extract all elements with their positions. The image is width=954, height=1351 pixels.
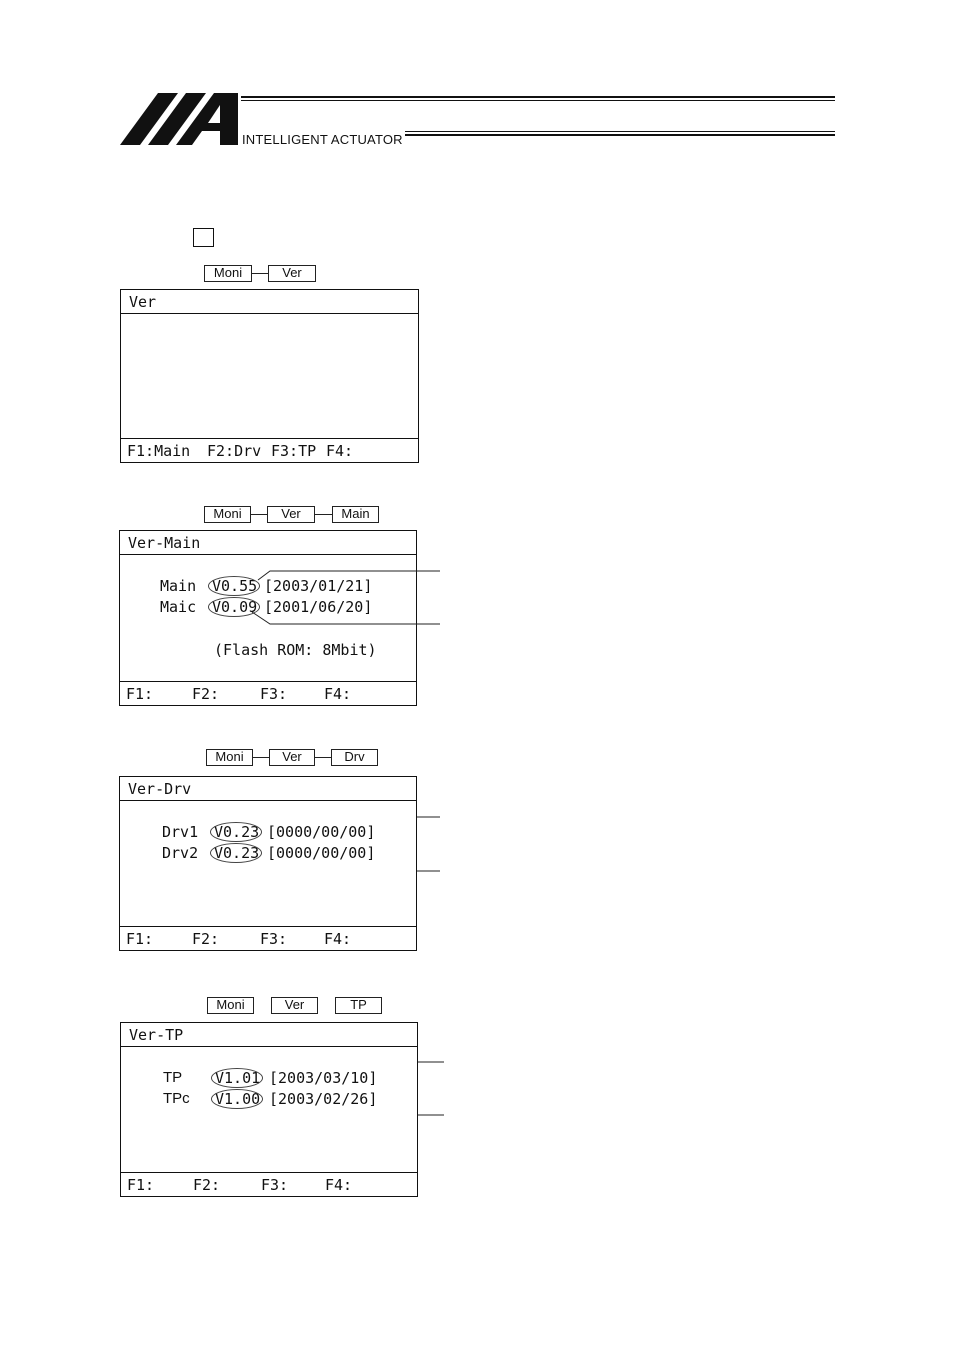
- screen-ver: Ver F1:Main F2:Drv F3:TP F4:: [120, 289, 419, 463]
- screen-ver-main: Ver-Main Main V0.55 [2003/01/21] Maic V0…: [119, 530, 417, 706]
- key-moni[interactable]: Moni: [207, 997, 254, 1014]
- f2-key[interactable]: F2:: [192, 930, 220, 948]
- key-drv[interactable]: Drv: [331, 749, 378, 766]
- f1-key[interactable]: F1:: [126, 930, 154, 948]
- key-ver[interactable]: Ver: [269, 749, 315, 766]
- f4-key[interactable]: F4:: [324, 685, 352, 703]
- function-key-bar: F1: F2: F3: F4:: [120, 681, 416, 705]
- date-value: [0000/00/00]: [267, 823, 376, 841]
- header-rule: [405, 134, 835, 136]
- f3-key[interactable]: F3:: [261, 1176, 289, 1194]
- date-value: [2003/01/21]: [264, 577, 373, 595]
- screen-title: Ver-Drv: [120, 777, 416, 801]
- row-label: Main: [160, 577, 197, 595]
- f1-key[interactable]: F1:: [126, 685, 154, 703]
- path-connector: [252, 273, 268, 274]
- screen-title: Ver-Main: [120, 531, 416, 555]
- screen-ver-drv: Ver-Drv Drv1 V0.23 [0000/00/00] Drv2 V0.…: [119, 776, 417, 951]
- key-main[interactable]: Main: [332, 506, 379, 523]
- version-highlight: [210, 822, 262, 842]
- key-moni[interactable]: Moni: [206, 749, 253, 766]
- version-highlight: [211, 1068, 263, 1088]
- header-rule: [405, 131, 835, 132]
- brand-name: INTELLIGENT ACTUATOR: [242, 132, 403, 147]
- f2-key[interactable]: F2:: [192, 685, 220, 703]
- path-connector: [251, 514, 267, 515]
- f1-key[interactable]: F1:: [127, 1176, 155, 1194]
- version-highlight: [210, 843, 262, 863]
- f1-key[interactable]: F1:Main: [127, 442, 191, 460]
- f2-key[interactable]: F2:Drv: [207, 442, 262, 460]
- f4-key[interactable]: F4:: [324, 930, 352, 948]
- date-value: [2003/02/26]: [269, 1090, 378, 1108]
- key-ver[interactable]: Ver: [268, 265, 316, 282]
- f3-key[interactable]: F3:: [260, 930, 288, 948]
- version-highlight: [208, 597, 260, 617]
- key-tp[interactable]: TP: [335, 997, 382, 1014]
- f2-key[interactable]: F2:: [193, 1176, 221, 1194]
- screen-title: Ver: [121, 290, 418, 314]
- key-ver[interactable]: Ver: [267, 506, 315, 523]
- row-label: Maic: [160, 598, 197, 616]
- function-key-bar: F1: F2: F3: F4:: [120, 926, 416, 950]
- version-highlight: [208, 576, 260, 596]
- function-key-bar: F1:Main F2:Drv F3:TP F4:: [121, 438, 418, 462]
- key-moni[interactable]: Moni: [204, 506, 251, 523]
- path-connector: [253, 757, 269, 758]
- row-label: Drv1: [162, 823, 199, 841]
- placeholder-box: [193, 228, 214, 247]
- row-label: TPc: [163, 1090, 190, 1107]
- path-connector: [315, 514, 332, 515]
- path-connector: [315, 757, 331, 758]
- date-value: [0000/00/00]: [267, 844, 376, 862]
- function-key-bar: F1: F2: F3: F4:: [121, 1172, 417, 1196]
- row-label: TP: [163, 1069, 183, 1086]
- row-label: Drv2: [162, 844, 199, 862]
- f4-key[interactable]: F4:: [326, 442, 354, 460]
- version-highlight: [211, 1089, 263, 1109]
- key-moni[interactable]: Moni: [204, 265, 252, 282]
- header-rule: [241, 100, 835, 101]
- screen-title: Ver-TP: [121, 1023, 417, 1047]
- flash-rom-note: (Flash ROM: 8Mbit): [214, 641, 377, 659]
- header-rule: [241, 96, 835, 98]
- screen-ver-tp: Ver-TP TP V1.01 [2003/03/10] TPc V1.00 […: [120, 1022, 418, 1197]
- date-value: [2001/06/20]: [264, 598, 373, 616]
- f3-key[interactable]: F3:: [260, 685, 288, 703]
- f3-key[interactable]: F3:TP: [271, 442, 317, 460]
- date-value: [2003/03/10]: [269, 1069, 378, 1087]
- f4-key[interactable]: F4:: [325, 1176, 353, 1194]
- iai-logo-icon: [120, 93, 238, 145]
- key-ver[interactable]: Ver: [271, 997, 318, 1014]
